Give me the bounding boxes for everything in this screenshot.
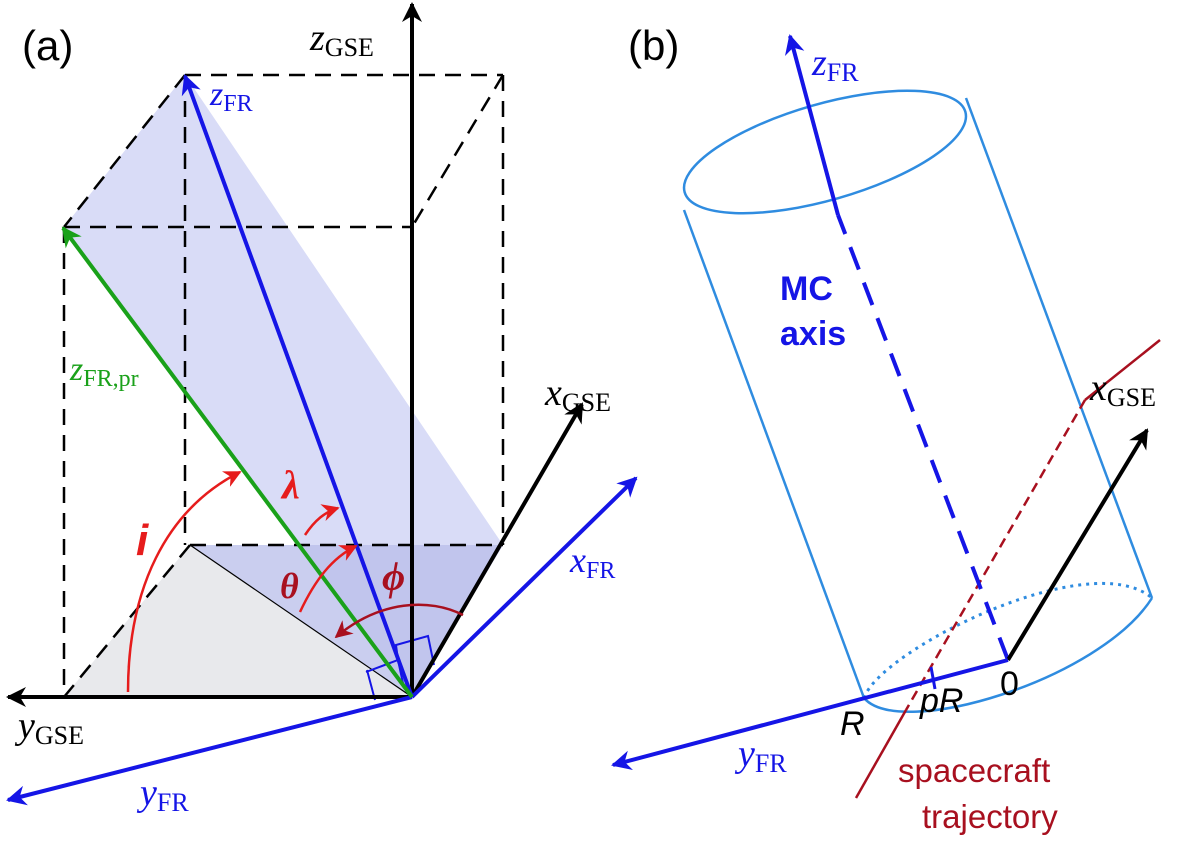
trajectory-label-line2: trajectory [922, 798, 1058, 835]
x-fr-axis [410, 476, 638, 699]
angle-phi-arc [334, 603, 464, 639]
x-gse-axis [410, 402, 584, 699]
z-fr-axis-b-dashed [836, 214, 1010, 661]
trajectory-label-line1: spacecraft [898, 752, 1050, 789]
flux-rope-cylinder [682, 89, 1154, 713]
z-fr-pr-label: zFR,pr [69, 351, 139, 392]
zfr-plane [64, 75, 503, 697]
mc-axis-label-line2: axis [780, 315, 846, 353]
angle-i-arc [126, 470, 242, 693]
angle-lambda-label: λ [280, 462, 300, 507]
panel-a: (a) zGSE zFR zFR,pr xGSE xFR yGSE yFR i … [6, 2, 638, 817]
panel-b: (b) zFR MC axis xGSE 0 pR R yFR spacec [611, 22, 1161, 835]
angle-phi-label: ϕ [382, 554, 405, 599]
z-fr-pr-axis [61, 226, 414, 699]
x-gse-label-a: xGSE [544, 372, 611, 417]
angle-theta-label: θ [280, 566, 299, 606]
y-fr-axis [6, 695, 413, 806]
angle-i-label: i [136, 516, 149, 565]
y-fr-label-a: yFR [136, 772, 189, 817]
ground-diagonal [189, 544, 413, 698]
ground-plane [64, 545, 412, 697]
y-fr-label-b: yFR [734, 733, 787, 778]
x-gse-label-b: xGSE [1089, 367, 1156, 412]
panel-a-label: (a) [22, 22, 73, 69]
pr-label: pR [919, 682, 963, 720]
cylinder-top [682, 89, 968, 215]
cylinder-bottom-back [862, 581, 1153, 699]
y-fr-axis-b [611, 658, 1009, 771]
z-fr-label-b: zFR [811, 42, 859, 87]
r-label: R [840, 705, 865, 743]
trajectory-line-inside [904, 399, 1087, 711]
pr-tick [929, 666, 937, 690]
x-gse-axis-b [1006, 428, 1149, 662]
angle-theta-arc [298, 544, 358, 613]
trajectory-line-top [1084, 339, 1161, 401]
cylinder-bottom-front [863, 597, 1154, 713]
trajectory-line-bottom [854, 709, 908, 799]
x-fr-label: xFR [569, 540, 615, 584]
z-fr-label-a: zFR [209, 76, 253, 117]
angle-lambda-arc [303, 504, 340, 536]
dashed-box [62, 73, 505, 698]
panel-b-label: (b) [628, 22, 679, 69]
z-fr-axis-b-solid [785, 34, 840, 216]
mc-axis-label-line1: MC [780, 270, 833, 308]
origin-label: 0 [1000, 665, 1019, 703]
z-gse-label: zGSE [309, 17, 374, 62]
y-gse-label: yGSE [14, 705, 84, 750]
z-fr-axis [181, 74, 414, 698]
